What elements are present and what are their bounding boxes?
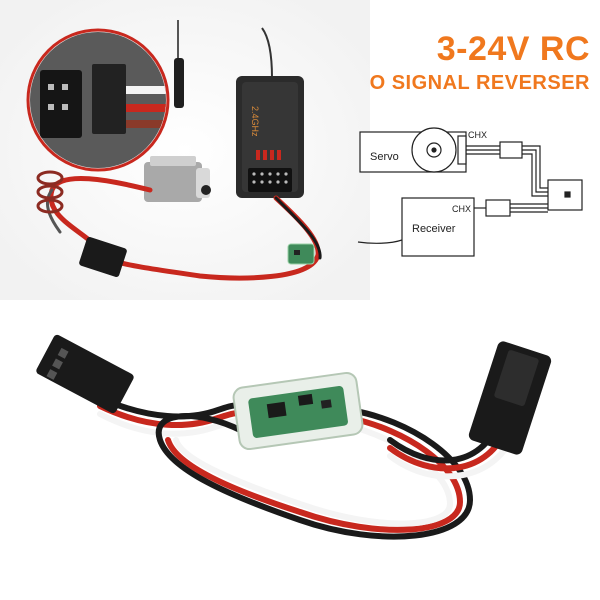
zoom-inset [26,28,170,172]
servo-motor [144,156,211,202]
receiver-unit: 2.4GHz [236,76,304,198]
coiled-cable [36,170,64,214]
reverser-board [232,371,364,451]
diagram-receiver-box [401,197,475,257]
top-photo-connector [79,237,127,277]
diagram-receiver-label: Receiver [412,223,456,235]
diagram-servo-label: Servo [370,151,399,163]
diagram-servo-channel: CHX [468,130,487,140]
wiring-diagram [357,127,583,257]
top-photo-reverser-board [287,243,315,265]
headline-line-1: 3-24V RC [436,30,590,68]
diagram-receiver-channel: CHX [452,204,471,214]
receiver-case-label: 2.4GHz [250,106,260,137]
top-photo-wires [45,176,322,281]
left-connector [36,334,134,414]
right-connector [468,341,552,455]
headline-line-2: RVO SIGNAL REVERSER [341,72,590,94]
receiver-antennas [174,20,273,108]
